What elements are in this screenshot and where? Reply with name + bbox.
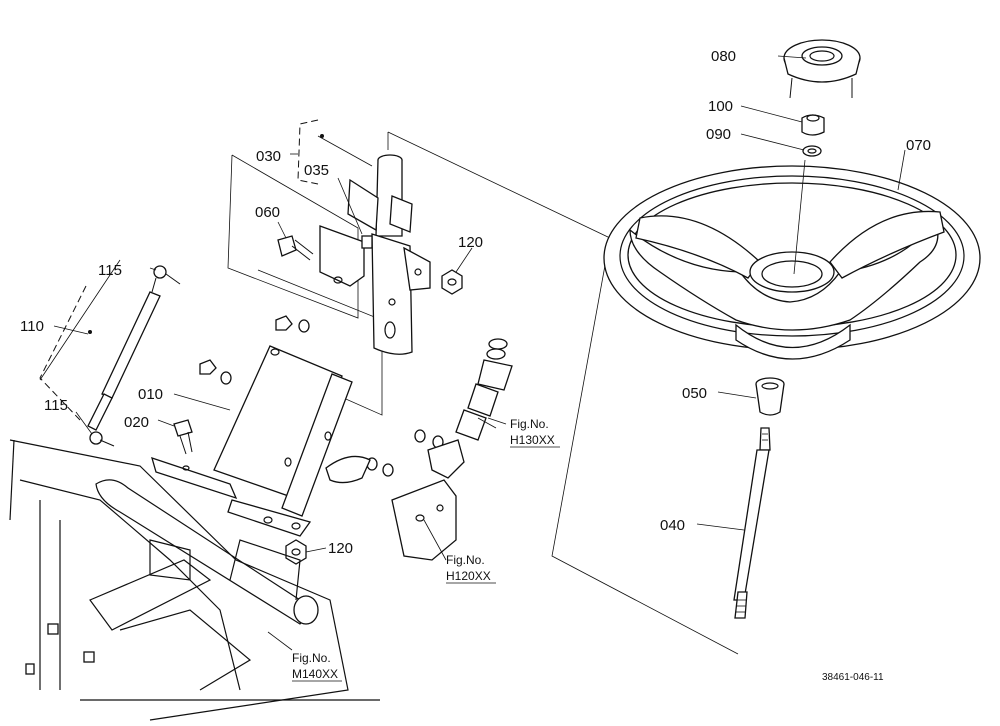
label-050: 050 xyxy=(682,385,707,402)
label-035: 035 xyxy=(304,162,329,179)
drawing-code: 38461-046-11 xyxy=(822,672,884,683)
hardware-nuts-washers xyxy=(199,315,444,477)
fig-ref-m140-code: M140XX xyxy=(292,667,338,681)
steering-column xyxy=(319,154,431,355)
label-115-lower: 115 xyxy=(44,397,68,414)
washer-090 xyxy=(802,145,822,157)
gas-strut-110 xyxy=(87,265,181,447)
label-120-lower: 120 xyxy=(328,540,353,557)
bolt-060 xyxy=(277,235,314,261)
bushing-050 xyxy=(755,377,785,416)
label-110: 110 xyxy=(20,318,44,335)
label-060: 060 xyxy=(255,204,280,221)
tractor-frame xyxy=(9,439,380,721)
group-dot-110 xyxy=(88,330,92,334)
mounting-bracket-010 xyxy=(151,345,353,537)
label-090: 090 xyxy=(706,126,731,143)
group-brackets xyxy=(39,119,324,421)
figure-reference-m140: Fig.No. M140XX xyxy=(292,651,342,682)
fig-ref-h120-code: H120XX xyxy=(446,569,491,583)
leader-lines xyxy=(53,55,906,651)
label-040: 040 xyxy=(660,517,685,534)
label-020: 020 xyxy=(124,414,149,431)
part-labels: 080 100 090 070 050 040 030 035 060 120 … xyxy=(20,48,931,557)
nut-100 xyxy=(801,114,825,136)
steering-wheel xyxy=(603,159,981,360)
assembly-guide-lines xyxy=(39,131,739,655)
fig-ref-h120-prefix: Fig.No. xyxy=(446,553,485,567)
label-070: 070 xyxy=(906,137,931,154)
figure-reference-h120: Fig.No. H120XX xyxy=(446,553,496,584)
group-dot-030 xyxy=(320,134,324,138)
bolt-020 xyxy=(173,419,193,455)
label-115-upper: 115 xyxy=(98,262,122,279)
universal-joint-h130 xyxy=(455,338,513,441)
label-010: 010 xyxy=(138,386,163,403)
fig-ref-h130-code: H130XX xyxy=(510,433,555,447)
label-100: 100 xyxy=(708,98,733,115)
steering-shaft-040 xyxy=(733,427,771,619)
horn-cap xyxy=(783,39,861,99)
figure-reference-h130: Fig.No. H130XX xyxy=(510,417,560,448)
nut-120-lower xyxy=(285,539,307,565)
label-120-upper: 120 xyxy=(458,234,483,251)
nut-120-upper xyxy=(441,269,463,295)
label-030: 030 xyxy=(256,148,281,165)
fig-ref-h130-prefix: Fig.No. xyxy=(510,417,549,431)
label-080: 080 xyxy=(711,48,736,65)
fig-ref-m140-prefix: Fig.No. xyxy=(292,651,331,665)
